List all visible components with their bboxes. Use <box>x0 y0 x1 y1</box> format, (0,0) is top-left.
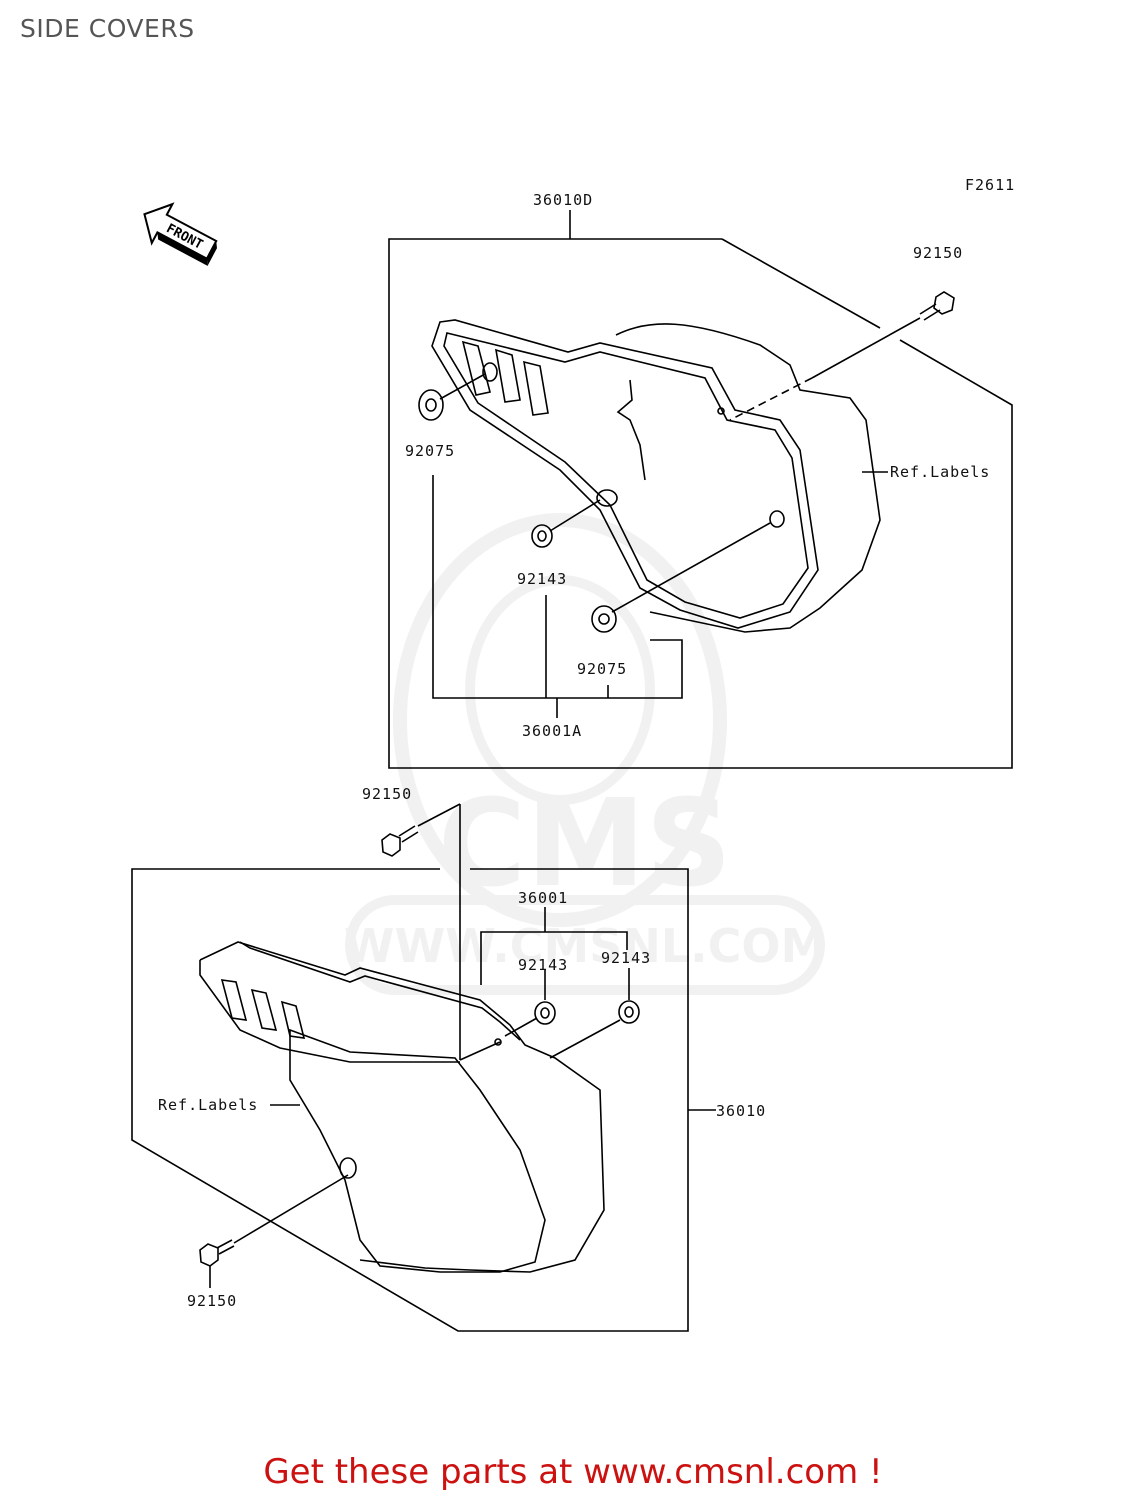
label-36001A: 36001A <box>522 722 582 740</box>
upper-grommet-right-icon <box>591 605 617 633</box>
label-upper-collar-92143: 92143 <box>517 570 567 588</box>
label-36010: 36010 <box>716 1102 766 1120</box>
upper-collar-icon <box>531 524 553 548</box>
label-36010D: 36010D <box>533 191 593 209</box>
label-lower-ref-labels: Ref.Labels <box>158 1096 258 1114</box>
upper-side-cover <box>615 323 881 633</box>
lower-side-cover <box>199 941 605 1273</box>
upper-bolt-icon <box>919 291 955 321</box>
label-upper-ref-labels: Ref.Labels <box>890 463 990 481</box>
lower-collar-right-icon <box>618 1000 640 1024</box>
label-lower-top-bolt-92150: 92150 <box>362 785 412 803</box>
label-36001: 36001 <box>518 889 568 907</box>
cms-watermark: CMS WWW.CMSNL.COM <box>344 513 827 995</box>
figure-code: F2611 <box>965 176 1015 194</box>
upper-cover-frame <box>431 319 819 629</box>
lower-assembly <box>131 803 716 1332</box>
lower-collar-left-icon <box>534 1001 556 1025</box>
label-upper-grommet-92075: 92075 <box>405 442 455 460</box>
lower-bottom-bolt-icon <box>199 1239 235 1267</box>
upper-grommet-left-icon <box>418 389 444 421</box>
lower-bracket-box <box>131 868 689 1332</box>
front-arrow-icon: FRONT <box>143 202 218 266</box>
upper-assembly <box>388 210 1013 769</box>
page-title: SIDE COVERS <box>20 14 195 43</box>
watermark-site: WWW.CMSNL.COM <box>344 919 827 973</box>
upper-bracket-box <box>388 238 1013 769</box>
label-lower-collar-right-92143: 92143 <box>601 949 651 967</box>
footer-shop-link[interactable]: Get these parts at www.cmsnl.com ! <box>263 1452 883 1492</box>
watermark-logo: CMS <box>438 775 732 914</box>
label-lower-bottom-bolt-92150: 92150 <box>187 1292 237 1310</box>
lower-ref-label-panel <box>289 1028 546 1273</box>
label-upper-bolt-92150: 92150 <box>913 244 963 262</box>
label-upper-grommet2-92075: 92075 <box>577 660 627 678</box>
label-lower-collar-left-92143: 92143 <box>518 956 568 974</box>
lower-top-bolt-icon <box>381 825 419 857</box>
